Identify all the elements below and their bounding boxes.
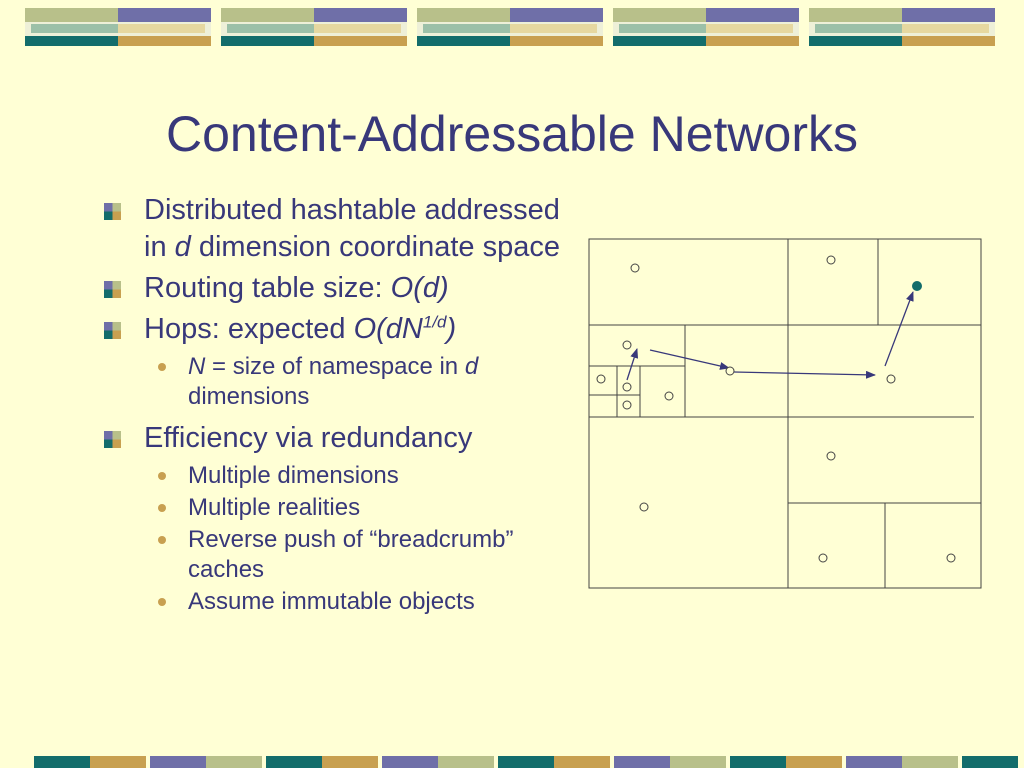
dot-bullet-icon xyxy=(158,363,166,371)
quadrant-bullet-icon xyxy=(104,203,121,220)
band-tile-segment xyxy=(902,24,989,33)
band-tile-segment xyxy=(510,8,603,22)
band-tile-segment xyxy=(730,756,786,768)
band-tile-segment xyxy=(314,24,401,33)
band-tile-segment xyxy=(322,756,378,768)
band-tile-segment xyxy=(417,36,510,46)
band-tile-segment xyxy=(25,8,118,22)
band-tile-segment xyxy=(902,756,958,768)
node-marker xyxy=(622,400,632,410)
band-tile-segment xyxy=(510,24,597,33)
dot-bullet-icon xyxy=(158,536,166,544)
band-tile-segment xyxy=(314,36,407,46)
band-tile-segment xyxy=(221,36,314,46)
node-marker xyxy=(639,502,649,512)
coordinate-space-border xyxy=(588,238,982,589)
band-tile-segment xyxy=(227,24,320,33)
node-marker xyxy=(630,263,640,273)
bottom-decorative-band xyxy=(34,756,1018,768)
band-tile-segment xyxy=(510,36,603,46)
routing-arrow xyxy=(733,370,876,379)
target-node-marker xyxy=(912,281,922,291)
band-tile-segment xyxy=(90,756,146,768)
node-marker xyxy=(596,374,606,384)
band-tile-segment xyxy=(118,8,211,22)
band-tile-segment xyxy=(118,36,211,46)
node-marker xyxy=(826,451,836,461)
band-tile-segment xyxy=(417,8,510,22)
band-tile-segment xyxy=(314,8,407,22)
routing-arrow xyxy=(649,349,730,370)
slide-title: Content-Addressable Networks xyxy=(166,106,858,162)
band-tile-segment xyxy=(614,756,670,768)
node-marker xyxy=(622,382,632,392)
sub-bullet-namespace-size: N = size of namespace in d dimensions xyxy=(100,352,560,412)
node-marker xyxy=(725,366,735,376)
band-tile-segment xyxy=(423,24,516,33)
band-tile-segment xyxy=(118,24,205,33)
node-marker xyxy=(818,553,828,563)
band-tile-segment xyxy=(25,36,118,46)
sub-bullet-multiple-dimensions: Multiple dimensions xyxy=(100,461,560,491)
band-tile-segment xyxy=(809,8,902,22)
sub-bullet-reverse-push: Reverse push of “breadcrumb” caches xyxy=(100,525,560,585)
band-tile-segment xyxy=(902,36,995,46)
band-tile-segment xyxy=(613,8,706,22)
band-tile-segment xyxy=(498,756,554,768)
band-tile-segment xyxy=(221,8,314,22)
quadrant-bullet-icon xyxy=(104,281,121,298)
band-tile-segment xyxy=(613,36,706,46)
node-marker xyxy=(946,553,956,563)
dot-bullet-icon xyxy=(158,598,166,606)
node-marker xyxy=(664,391,674,401)
dot-bullet-icon xyxy=(158,472,166,480)
top-decorative-band xyxy=(25,8,995,46)
node-marker xyxy=(622,340,632,350)
band-tile-segment xyxy=(962,756,1018,768)
bullet-distributed-hashtable: Distributed hashtable addressed in d dim… xyxy=(100,192,560,266)
sub-bullet-multiple-realities: Multiple realities xyxy=(100,493,560,523)
node-marker xyxy=(886,374,896,384)
band-tile-segment xyxy=(809,36,902,46)
band-tile-segment xyxy=(554,756,610,768)
routing-arrow xyxy=(626,348,639,381)
band-tile-segment xyxy=(670,756,726,768)
bullet-routing-table-size: Routing table size: O(d) xyxy=(100,270,560,307)
band-tile-segment xyxy=(815,24,908,33)
band-tile-segment xyxy=(706,24,793,33)
bullet-hops-expected: Hops: expected O(dN1/d) xyxy=(100,311,560,348)
band-tile-segment xyxy=(438,756,494,768)
band-tile-segment xyxy=(902,8,995,22)
bullet-list: Distributed hashtable addressed in d dim… xyxy=(100,192,560,619)
band-tile-segment xyxy=(150,756,206,768)
band-tile-segment xyxy=(706,8,799,22)
band-tile-segment xyxy=(34,756,90,768)
sub-bullet-immutable-objects: Assume immutable objects xyxy=(100,587,560,617)
band-tile-segment xyxy=(206,756,262,768)
node-marker xyxy=(826,255,836,265)
band-tile-segment xyxy=(266,756,322,768)
bullet-efficiency-redundancy: Efficiency via redundancy xyxy=(100,420,560,457)
dot-bullet-icon xyxy=(158,504,166,512)
routing-arrow xyxy=(884,291,914,367)
band-tile-segment xyxy=(382,756,438,768)
quadrant-bullet-icon xyxy=(104,431,121,448)
band-tile-segment xyxy=(706,36,799,46)
band-tile-segment xyxy=(31,24,124,33)
band-tile-segment xyxy=(619,24,712,33)
quadrant-bullet-icon xyxy=(104,322,121,339)
band-tile-segment xyxy=(846,756,902,768)
band-tile-segment xyxy=(786,756,842,768)
can-coordinate-space-diagram xyxy=(588,238,982,589)
